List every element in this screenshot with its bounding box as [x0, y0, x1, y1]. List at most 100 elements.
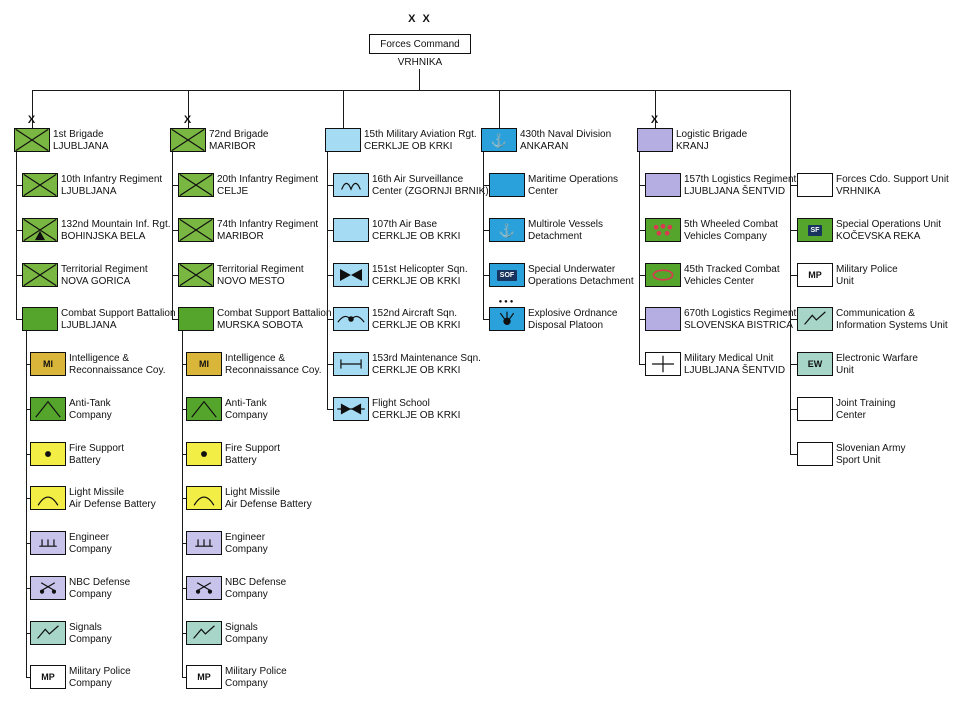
unit-location: ANKARAN	[520, 140, 569, 152]
connector-line	[26, 588, 30, 589]
unit-152nd-aircraft-sqn: 152nd Aircraft Sqn.CERKLJE OB KRKI	[333, 307, 460, 331]
icon-text: SF	[807, 224, 823, 236]
connector-line	[26, 633, 30, 634]
unit-name: Territorial Regiment	[217, 264, 304, 275]
unit-location: KRANJ	[676, 140, 709, 152]
plain-icon	[325, 128, 361, 152]
connector-line	[483, 319, 489, 320]
unit-name: 152nd Aircraft Sqn.	[372, 308, 458, 319]
unit-location: LJUBLJANA	[61, 185, 117, 197]
connector-line	[790, 275, 797, 276]
connector-line	[182, 331, 183, 677]
unit-label: Communication &Information Systems Unit	[836, 307, 948, 331]
unit-name: Engineer	[225, 532, 266, 543]
unit-location: CERKLJE OB KRKI	[372, 319, 461, 331]
unit-location: CERKLJE OB KRKI	[372, 275, 461, 287]
infantry-icon	[22, 173, 58, 197]
unit-name: 5th Wheeled Combat	[684, 219, 778, 230]
unit-name: Intelligence &	[225, 353, 286, 364]
intelligence-icon: MI	[186, 352, 222, 376]
unit-name: Flight School	[372, 398, 430, 409]
military-police-icon: MP	[186, 665, 222, 689]
unit-label: 151st Helicopter Sqn.CERKLJE OB KRKI	[372, 263, 468, 287]
unit-location: CERKLJE OB KRKI	[372, 364, 461, 376]
unit-151st-helicopter-sqn: 151st Helicopter Sqn.CERKLJE OB KRKI	[333, 263, 468, 287]
unit-location: NOVO MESTO	[217, 275, 285, 287]
icon-text: MI	[199, 358, 209, 369]
medical-icon	[645, 352, 681, 376]
unit-location: Company	[225, 588, 268, 600]
signals-icon	[797, 307, 833, 331]
unit-name: Joint Training	[836, 398, 896, 409]
connector-line	[172, 275, 178, 276]
rotary-wing-icon	[333, 263, 369, 287]
plain-icon	[797, 442, 833, 466]
unit-name: 20th Infantry Regiment	[217, 174, 319, 185]
unit-location: Reconnaissance Coy.	[225, 364, 322, 376]
fire-support-icon	[186, 442, 222, 466]
unit-name: 45th Tracked Combat	[684, 264, 780, 275]
unit-location: Vehicles Company	[684, 230, 767, 242]
connector-line	[639, 152, 640, 364]
air-surveillance-icon	[333, 173, 369, 197]
unit-132nd-mountain-inf-rgt: 132nd Mountain Inf. Rgt.BOHINJSKA BELA	[22, 218, 171, 242]
unit-name: Logistic Brigade	[676, 129, 748, 140]
flight-school-icon	[333, 397, 369, 421]
unit-location: Company	[225, 409, 268, 421]
connector-line	[182, 677, 186, 678]
unit-label: Intelligence &Reconnaissance Coy.	[69, 352, 166, 376]
unit-name: Signals	[69, 622, 102, 633]
fixed-wing-icon	[333, 307, 369, 331]
military-police-icon: MP	[797, 263, 833, 287]
unit-name: Anti-Tank	[69, 398, 111, 409]
special-forces-badge-icon: SF	[797, 218, 833, 242]
unit-label: 152nd Aircraft Sqn.CERKLJE OB KRKI	[372, 307, 460, 331]
unit-location: Vehicles Center	[684, 275, 755, 287]
unit-location: Sport Unit	[836, 454, 881, 466]
unit-name: 107th Air Base	[372, 219, 438, 230]
connector-line	[790, 90, 791, 454]
echelon-mark: ●●●	[498, 299, 516, 305]
connector-line	[790, 364, 797, 365]
connector-line	[172, 152, 173, 319]
anchor-icon: ⚓	[481, 128, 517, 152]
unit-location: Disposal Platoon	[528, 319, 604, 331]
unit-name: Anti-Tank	[225, 398, 267, 409]
connector-line	[188, 90, 189, 128]
connector-line	[639, 319, 645, 320]
unit-name: 15th Military Aviation Rgt.	[364, 129, 477, 140]
anchor-glyph: ⚓	[490, 132, 508, 148]
